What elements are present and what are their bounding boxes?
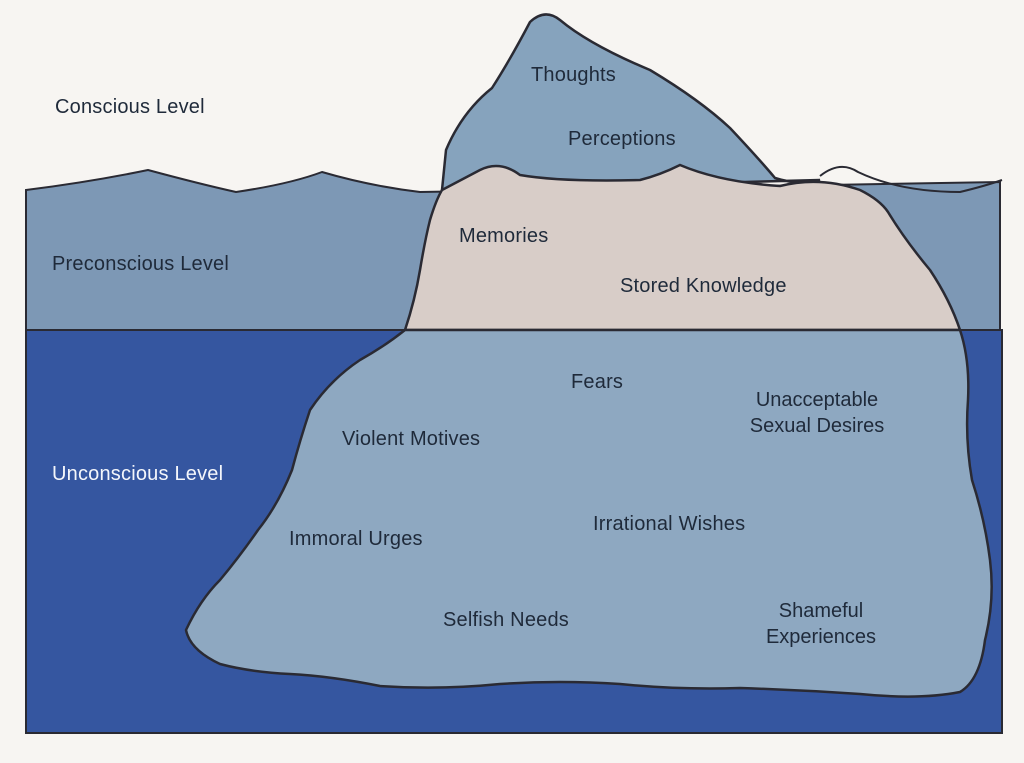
perceptions-label: Perceptions [568,128,676,150]
selfish-needs-label: Selfish Needs [443,609,569,631]
conscious-level-label: Conscious Level [55,96,205,118]
unacceptable-sexual-desires-label: Unacceptable Sexual Desires [722,387,912,439]
unacceptable-sexual-desires-line-1: Unacceptable [755,389,879,411]
shameful-experiences-line-2: Experiences [765,626,877,648]
memories-label: Memories [459,225,549,247]
unacceptable-sexual-desires-line-2: Sexual Desires [749,415,885,437]
preconscious-level-label: Preconscious Level [52,253,230,275]
fears-label: Fears [571,371,624,393]
iceberg-middle [403,163,962,332]
unconscious-level-label: Unconscious Level [52,463,224,485]
shameful-experiences-label: Shameful Experiences [740,598,902,650]
stored-knowledge-label: Stored Knowledge [620,275,787,297]
thoughts-label: Thoughts [531,64,616,86]
wave-line-right [819,165,1003,194]
immoral-urges-label: Immoral Urges [289,528,423,550]
irrational-wishes-label: Irrational Wishes [593,513,746,535]
iceberg-top [440,13,821,192]
violent-motives-label: Violent Motives [342,428,481,450]
iceberg-bottom [184,328,993,698]
shameful-experiences-line-1: Shameful [778,600,864,622]
